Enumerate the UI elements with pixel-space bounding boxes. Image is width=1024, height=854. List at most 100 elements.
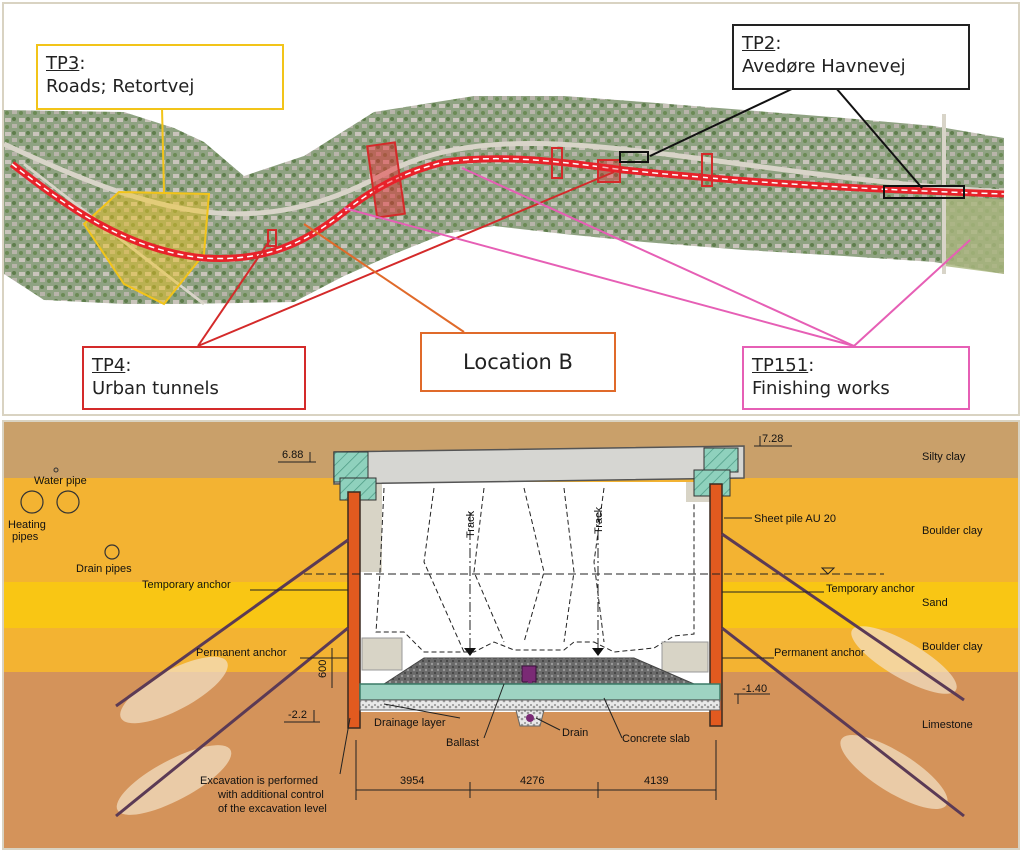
track-envelope-lines	[423, 487, 605, 653]
tp4-leader	[197, 171, 615, 347]
elev-left-bottom: -2.2	[288, 709, 307, 721]
map-road	[4, 141, 1005, 217]
tp151-code: TP151	[752, 355, 809, 376]
tp2-text: Avedøre Havnevej	[742, 56, 906, 77]
label-leader	[483, 683, 505, 739]
left-guide-wall	[360, 482, 382, 572]
map-area	[4, 96, 1004, 304]
tp2-callout: TP2: Avedøre Havnevej	[732, 24, 970, 90]
left-sheet-pile	[347, 491, 361, 729]
roof-slab	[333, 445, 745, 485]
tp4-code: TP4	[92, 355, 126, 376]
right-capping-beam	[703, 447, 739, 473]
dimension-label-1: 3954	[400, 775, 424, 787]
water-pipe	[53, 467, 59, 473]
left-permanent-anchor	[115, 626, 349, 818]
station-box	[701, 153, 713, 187]
left-track-marker	[464, 648, 476, 656]
label-leader	[339, 717, 351, 775]
tp4-text: Urban tunnels	[92, 378, 219, 399]
label-leader	[535, 717, 561, 731]
map-field	[944, 194, 1004, 274]
drainage-layer	[359, 699, 721, 711]
tp151-text: Finishing works	[752, 378, 890, 399]
right-side-wall	[661, 641, 709, 673]
label-depth-600: 600	[317, 660, 329, 678]
label-limestone: Limestone	[922, 719, 973, 731]
label-boulder-clay-upper: Boulder clay	[922, 525, 983, 537]
right-track-marker	[592, 648, 604, 656]
label-concrete-slab: Concrete slab	[622, 733, 690, 745]
heating-pipe	[20, 490, 44, 514]
tp3-text: Roads; Retortvej	[46, 76, 195, 97]
drain-outlet	[526, 714, 534, 722]
right-sheet-pile	[709, 483, 723, 727]
label-permanent-anchor-right: Permanent anchor	[774, 647, 865, 659]
grout-bulb	[840, 735, 948, 809]
label-sand: Sand	[922, 597, 948, 609]
label-drainage-layer: Drainage layer	[374, 717, 446, 729]
left-capping-beam	[333, 451, 369, 483]
tp2-box	[883, 185, 965, 199]
location-b-callout: Location B	[420, 332, 616, 392]
location-b-leader	[303, 223, 465, 333]
route-centerline	[11, 157, 1005, 260]
label-leader	[383, 703, 461, 719]
tp3-code: TP3	[46, 53, 80, 74]
tp151-callout: TP151: Finishing works	[742, 346, 970, 410]
tp2-code: TP2	[742, 33, 776, 54]
tp2-box	[619, 151, 649, 163]
label-sheet-pile: Sheet pile AU 20	[754, 513, 836, 525]
label-excavation-3: of the excavation level	[218, 803, 327, 815]
tp151-leader	[461, 167, 855, 347]
label-track-right: Track	[593, 506, 605, 534]
heating-pipe	[56, 490, 80, 514]
cross-section-panel: Silty clay Boulder clay Sand Boulder cla…	[2, 420, 1020, 850]
tp4-callout: TP4: Urban tunnels	[82, 346, 306, 410]
elev-right-top: 7.28	[762, 433, 783, 445]
station-box	[267, 229, 277, 247]
left-side-wall	[361, 637, 403, 671]
tp4-leader	[197, 239, 271, 347]
dimension-label-2: 4276	[520, 775, 544, 787]
station-box	[597, 159, 621, 183]
tp3-leader	[161, 107, 165, 193]
tp3-callout: TP3: Roads; Retortvej	[36, 44, 284, 110]
label-leader	[603, 697, 623, 739]
station-box	[365, 141, 407, 219]
right-permanent-anchor	[721, 626, 965, 818]
tp2-leader	[649, 87, 795, 157]
label-temporary-anchor-left: Temporary anchor	[142, 579, 231, 591]
label-water-pipe: Water pipe	[34, 475, 87, 487]
label-heating-1: Heating	[8, 519, 46, 531]
station-box	[551, 147, 563, 179]
aerial-map	[4, 87, 1005, 347]
label-excavation-2: with additional control	[217, 789, 324, 801]
label-drain-pipes: Drain pipes	[76, 563, 132, 575]
water-table-marker	[820, 567, 836, 575]
tp151-leader	[343, 207, 855, 347]
grout-bulb	[116, 745, 232, 815]
dimension-label-3: 4139	[644, 775, 668, 787]
cross-section: Silty clay Boulder clay Sand Boulder cla…	[4, 422, 1018, 848]
concrete-slab	[359, 683, 721, 701]
map-panel: TP3: Roads; Retortvej TP2: Avedøre Havne…	[2, 2, 1020, 416]
label-permanent-anchor-left: Permanent anchor	[196, 647, 287, 659]
label-ballast: Ballast	[446, 737, 479, 749]
label-silty-clay: Silty clay	[922, 451, 966, 463]
label-excavation-1: Excavation is performed	[200, 775, 318, 787]
left-temporary-anchor	[115, 538, 349, 708]
label-track-left: Track	[465, 510, 477, 538]
location-b-text: Location B	[463, 350, 573, 374]
label-temporary-anchor-right: Temporary anchor	[826, 583, 915, 595]
tp2-leader	[835, 87, 923, 189]
label-heating-2: pipes	[12, 531, 39, 543]
label-drain: Drain	[562, 727, 588, 739]
grout-bulb	[120, 656, 228, 724]
right-temporary-anchor	[721, 532, 965, 702]
drain-pipe	[521, 665, 537, 683]
elev-left-top: 6.88	[282, 449, 303, 461]
label-boulder-clay-lower: Boulder clay	[922, 641, 983, 653]
drain-pipe-utility	[104, 544, 120, 560]
tp151-leader	[853, 239, 971, 347]
